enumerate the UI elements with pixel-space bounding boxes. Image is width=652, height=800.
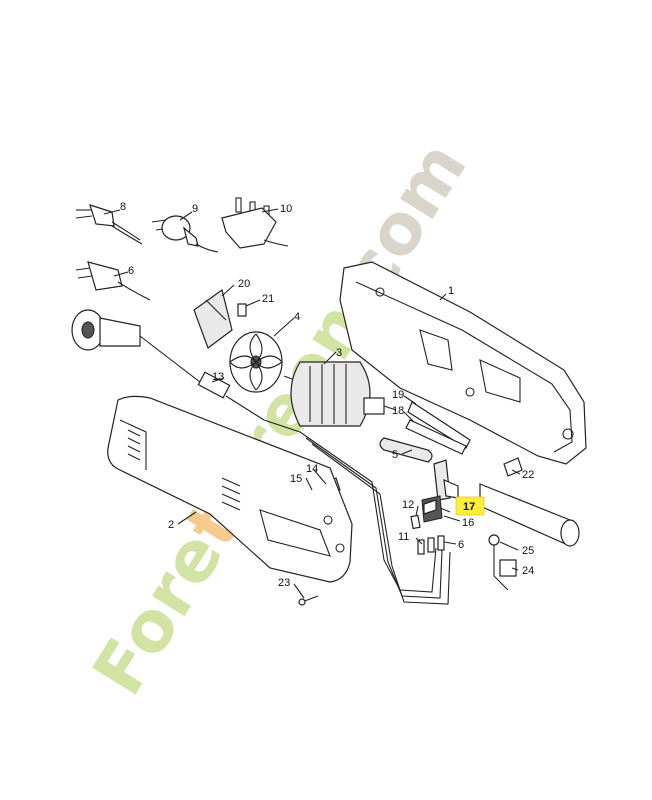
part-cord-socket — [71, 309, 167, 357]
part-wiring-harness — [299, 431, 451, 605]
callout-24: 23 — [278, 577, 290, 589]
callout-23: 22 — [522, 469, 534, 481]
callout-3: 3 — [336, 347, 342, 359]
part-25-capacitor — [493, 559, 517, 591]
callout-9: 8 — [120, 201, 126, 213]
part-21-fan-cover — [193, 288, 233, 349]
part-18-switch — [433, 459, 459, 501]
callout-22: 21 — [262, 293, 274, 305]
part-14-cable-sleeve — [165, 355, 301, 433]
callout-6-number: 6 — [458, 539, 464, 551]
callout-14: 13 — [212, 371, 224, 383]
part-8-schuko-plug — [75, 261, 151, 301]
part-19-lever-arm — [405, 419, 467, 455]
callout-4: 4 — [294, 311, 300, 323]
callout-15: 14 — [306, 463, 318, 475]
callout-11: 10 — [280, 203, 292, 215]
callout-12: 11 — [398, 531, 409, 543]
part-22-spring — [237, 303, 247, 317]
part-1-housing-half — [339, 261, 587, 465]
callout-labels: 8 9 10 6 1 20 21 4 3 13 19 18 5 22 14 15… — [120, 201, 534, 589]
callout-5: 5 — [392, 449, 398, 461]
part-2-housing-cover — [107, 395, 353, 583]
callout-19: 18 — [392, 405, 404, 417]
callout-10: 9 — [192, 203, 198, 215]
callout-21: 20 — [238, 278, 250, 290]
callout-20: 19 — [392, 389, 404, 401]
callout-16: 15 — [290, 473, 302, 485]
callout-25: 24 — [522, 565, 534, 577]
callout-8: 6 — [128, 265, 134, 277]
part-26-screw-terminal — [488, 534, 500, 576]
part-10-round-plug — [151, 215, 219, 253]
part-23-clip — [503, 457, 523, 477]
part-3-armature — [283, 361, 397, 427]
callout-13: 12 — [402, 499, 414, 511]
part-11-uk-plug — [221, 197, 289, 249]
part-4-fan — [229, 331, 283, 393]
part-17-switch-block — [421, 495, 443, 523]
part-18-highlight — [455, 496, 485, 516]
callout-2: 2 — [168, 519, 174, 531]
part-24-screw — [298, 595, 319, 606]
part-6-connector — [437, 535, 445, 551]
part-5-sleeve — [379, 437, 433, 463]
leader-lines — [103, 208, 521, 599]
callout-1: 1 — [448, 285, 454, 297]
callout-26: 25 — [522, 545, 534, 557]
part-20-lever — [407, 401, 471, 449]
callout-17: 16 — [462, 517, 474, 529]
part-12-connectors — [417, 537, 435, 555]
callout-18: 17 — [463, 501, 475, 513]
part-13-terminal — [410, 514, 421, 530]
part-9-euro-plug — [75, 204, 143, 245]
